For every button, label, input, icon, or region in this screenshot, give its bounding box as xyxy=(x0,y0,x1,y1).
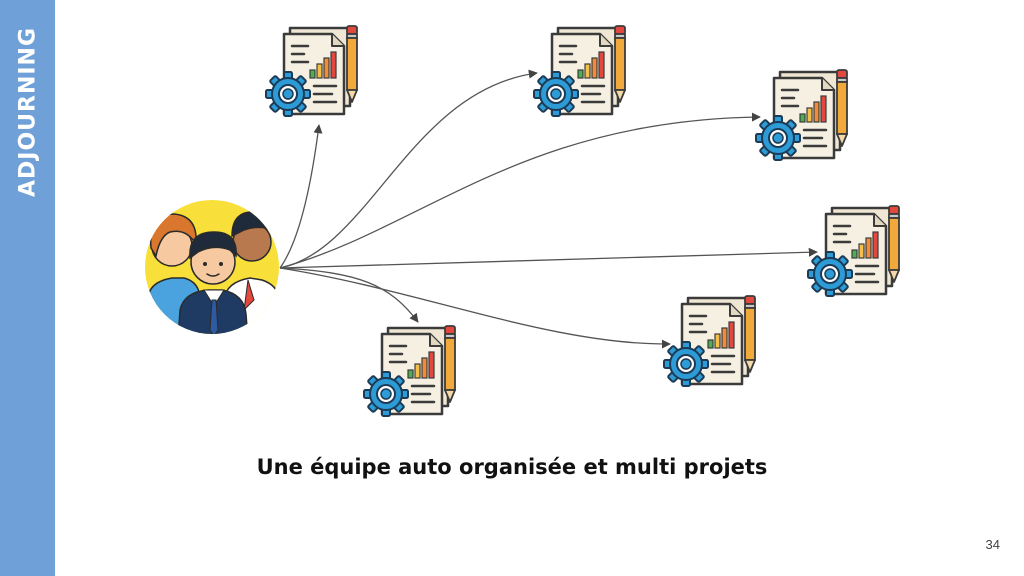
sidebar: ADJOURNING xyxy=(0,0,55,576)
team-icon xyxy=(145,200,279,334)
page-number: 34 xyxy=(985,537,1000,552)
arrow-to-project-3 xyxy=(279,112,761,269)
project-report-icon xyxy=(532,24,627,118)
arrow-to-project-4 xyxy=(279,247,818,269)
arrow-to-project-5 xyxy=(279,267,419,323)
project-report-icon xyxy=(662,294,757,388)
arrow-to-project-6 xyxy=(279,267,671,349)
project-report-icon xyxy=(362,324,457,418)
connector-arrows xyxy=(279,69,818,349)
arrow-to-project-2 xyxy=(279,69,538,269)
arrow-to-project-1 xyxy=(279,124,323,269)
diagram-caption: Une équipe auto organisée et multi proje… xyxy=(256,455,768,479)
project-report-icon xyxy=(754,68,849,162)
project-report-icon xyxy=(264,24,359,118)
project-report-icon xyxy=(806,204,901,298)
